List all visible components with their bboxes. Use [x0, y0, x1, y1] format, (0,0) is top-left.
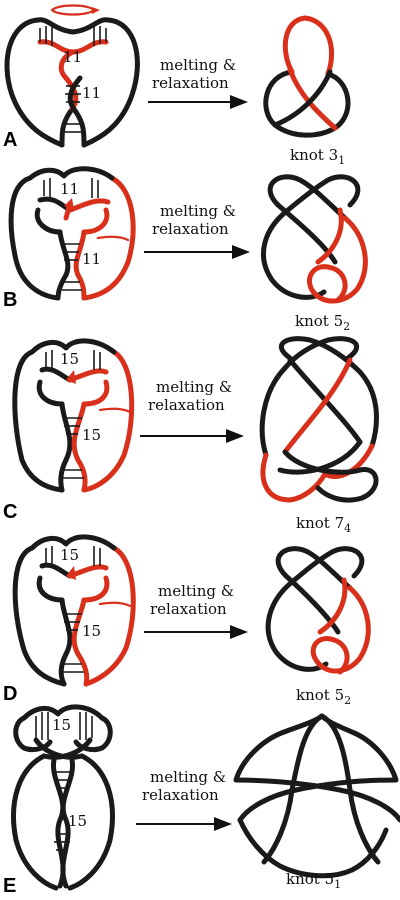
panel-letter-c: C [3, 501, 17, 523]
dna-structure-c: 15 15 [12, 338, 135, 493]
knot-name-c: knot 74 [296, 514, 351, 535]
hatch-rungs-a [39, 26, 107, 133]
process-label-line1-a: melting & [160, 56, 236, 74]
process-label-line2-e: relaxation [142, 786, 219, 804]
panel-letter-a: A [3, 129, 17, 151]
process-label-line1-e: melting & [150, 768, 226, 786]
knot-diagram-b [261, 174, 368, 304]
process-label-line2-b: relaxation [152, 220, 229, 238]
hatch-rungs-c [45, 350, 101, 479]
dna-structure-d: 15 15 [12, 534, 136, 687]
knot-name-b: knot 52 [295, 312, 350, 333]
dna-number-top-b: 11 [60, 180, 79, 198]
arrow-b [144, 245, 250, 259]
process-label-line2-c: relaxation [148, 396, 225, 414]
knot-diagram-c [259, 336, 379, 503]
process-label-line1-b: melting & [160, 202, 236, 220]
dna-number-top-e: 15 [52, 716, 71, 734]
process-label-line2-a: relaxation [152, 74, 229, 92]
panel-letter-b: B [3, 289, 17, 311]
dna-number-bottom-e: 15 [68, 812, 87, 830]
dna-number-bottom-d: 15 [82, 622, 101, 640]
process-label-line2-d: relaxation [150, 600, 227, 618]
panel-letter-e: E [3, 875, 16, 897]
dna-structure-b: 11 11 [8, 166, 136, 301]
knot-name-e: knot 51 [286, 870, 341, 891]
dna-number-top-a: 11 [63, 48, 82, 66]
hatch-rungs-d [45, 546, 101, 673]
arrow-a [148, 95, 248, 109]
knot-diagram-a [263, 15, 351, 138]
dna-number-bottom-b: 11 [82, 250, 101, 268]
dna-number-bottom-a: 11 [82, 84, 101, 102]
hatch-rungs-e [35, 712, 93, 851]
panel-b: 11 11 B melting & relaxation knot 52 [3, 166, 368, 333]
knot-name-a: knot 31 [290, 146, 345, 167]
hatch-rungs-b [43, 178, 99, 291]
panel-a: 11 11 A melting & relaxation knot 31 [3, 4, 351, 167]
arrow-e [136, 817, 232, 831]
knot-name-d: knot 52 [296, 686, 351, 707]
dna-number-top-c: 15 [60, 350, 79, 368]
dna-number-top-d: 15 [60, 546, 79, 564]
panel-d: 15 15 D melting & relaxation knot 52 [3, 534, 371, 707]
panel-e: 15 15 E melting & relaxation knot 51 [3, 704, 400, 897]
knot-diagram-e [233, 713, 400, 879]
dna-structure-a: 11 11 [4, 4, 140, 148]
knot-diagram-d [265, 546, 371, 675]
panel-letter-d: D [3, 683, 17, 705]
dna-structure-e: 15 15 [11, 704, 115, 891]
arrow-c [140, 429, 244, 443]
dna-number-bottom-c: 15 [82, 426, 101, 444]
process-label-line1-c: melting & [156, 378, 232, 396]
process-label-line1-d: melting & [158, 582, 234, 600]
arrow-d [144, 625, 248, 639]
panel-c: 15 15 C melting & relaxation knot 74 [3, 336, 379, 535]
rotation-arrow-a [50, 4, 96, 12]
